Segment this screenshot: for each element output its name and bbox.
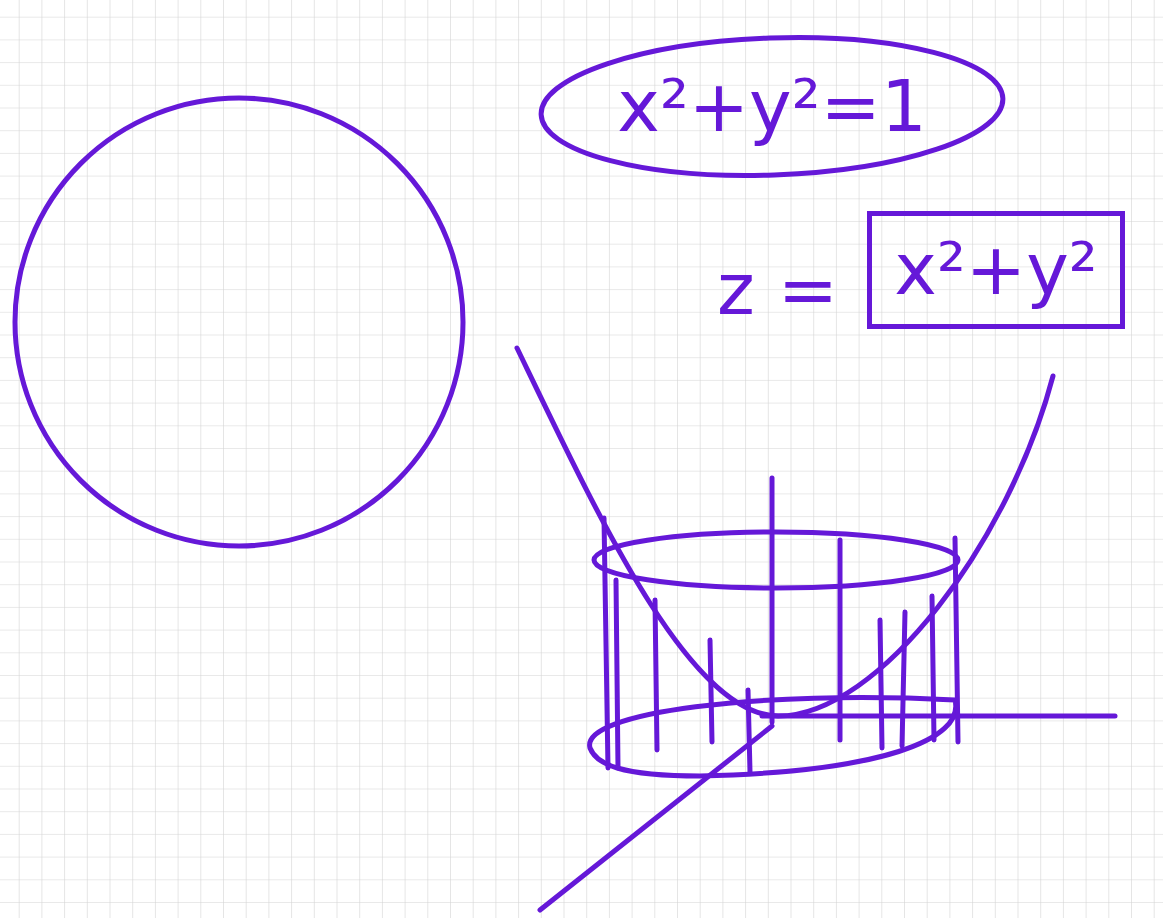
equation-ellipse: x²+y²=1 bbox=[538, 35, 1006, 178]
cylinder-hatching bbox=[604, 518, 958, 772]
equation-prefix: z = bbox=[717, 250, 838, 329]
equation-text: x²+y² bbox=[894, 230, 1097, 309]
parabola-curve bbox=[517, 348, 1053, 716]
equation-box: x²+y² bbox=[867, 211, 1125, 329]
x-axis bbox=[540, 726, 772, 910]
z-axis bbox=[770, 478, 775, 722]
ellipse-outline bbox=[539, 30, 1005, 183]
unit-circle bbox=[15, 98, 463, 546]
y-axis bbox=[762, 714, 1115, 719]
equation-text: x²+y²=1 bbox=[617, 67, 926, 146]
top-ellipse bbox=[594, 532, 958, 588]
